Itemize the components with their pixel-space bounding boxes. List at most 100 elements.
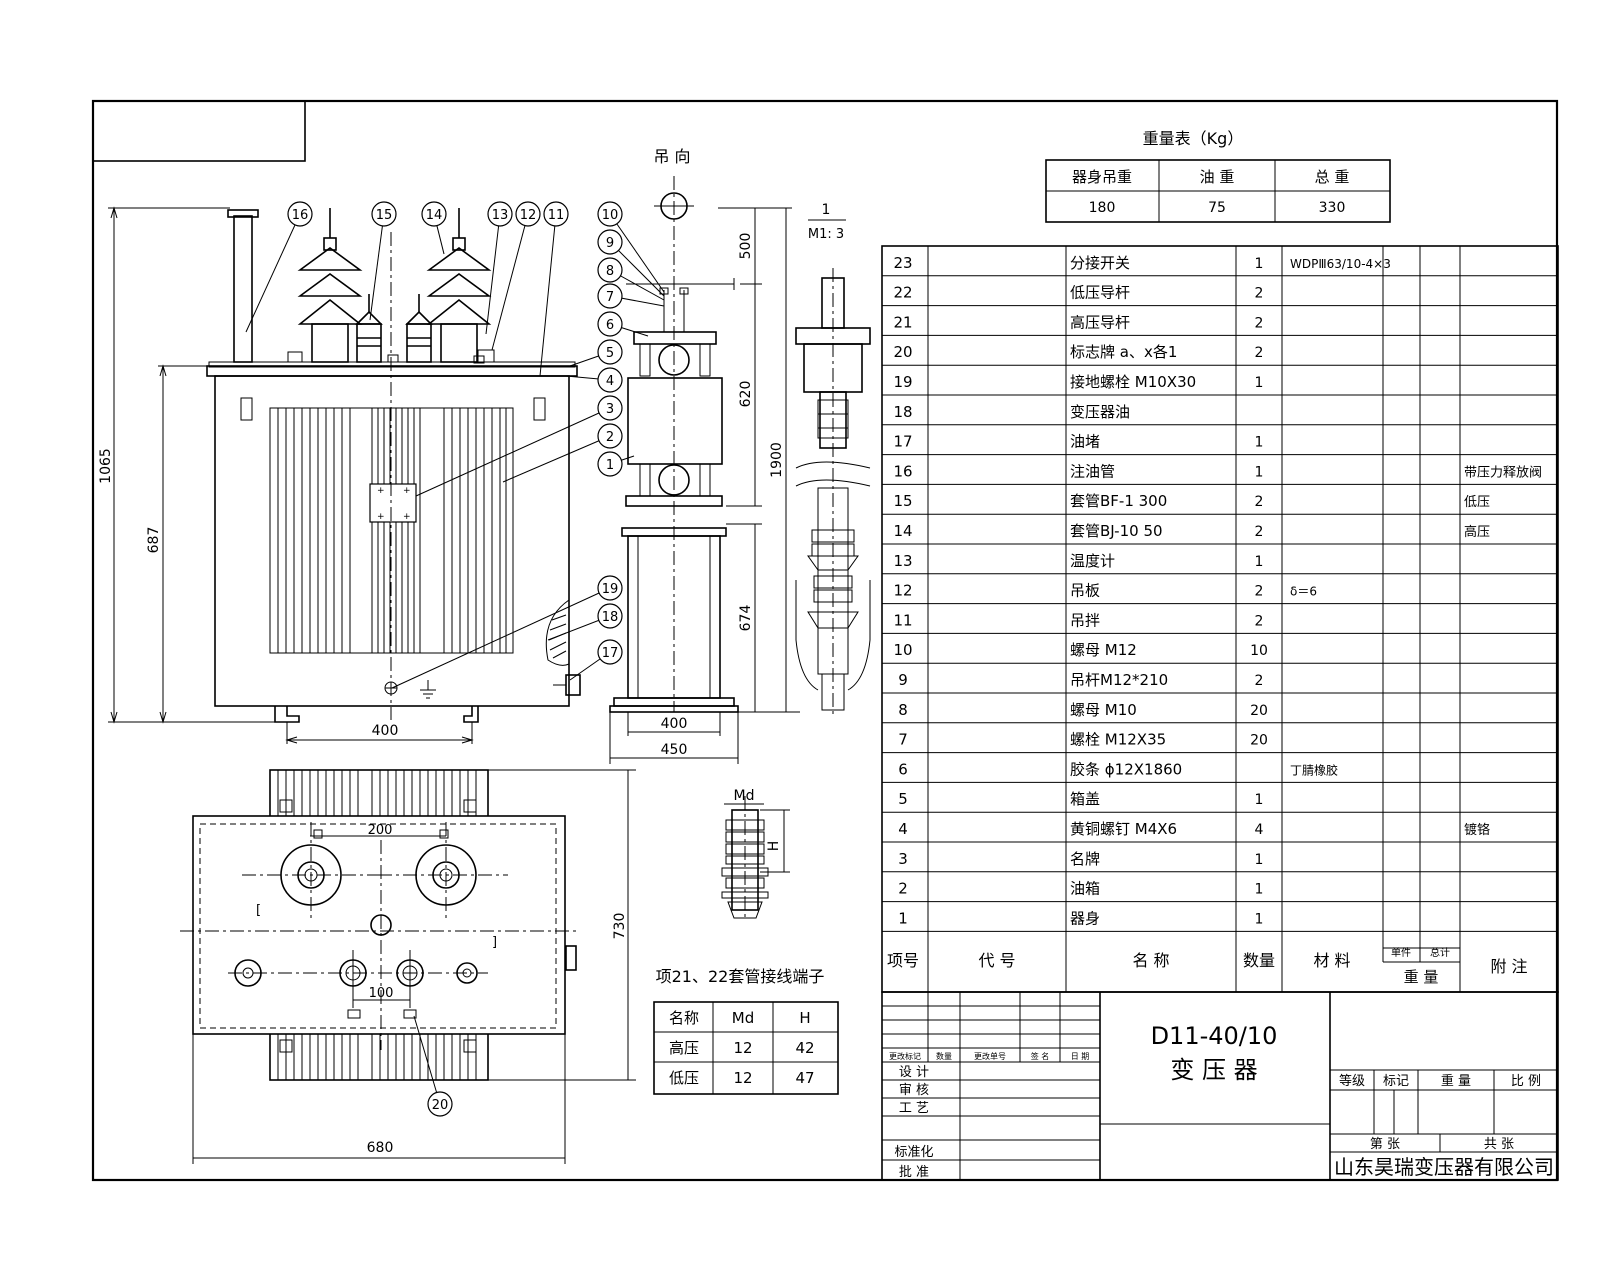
svg-text:Md: Md (734, 788, 755, 804)
balloon-item-15: 15 (369, 201, 397, 321)
balloon-item-20: 20 (413, 1015, 453, 1117)
part-name: 分接开关 (1070, 254, 1130, 272)
balloon-item-7: 7 (597, 283, 665, 309)
balloon-item-12: 12 (491, 201, 541, 351)
part-qty: 1 (1255, 375, 1264, 391)
balloon-item-18: 18 (547, 603, 623, 641)
part-name: 吊拌 (1070, 611, 1100, 629)
part-no: 14 (893, 522, 912, 540)
dim-side-620: 620 (738, 381, 754, 408)
weight-table-title: 重量表（Kg） (1143, 129, 1244, 148)
lift-direction-label: 吊 向 (653, 147, 690, 166)
balloon-item-10: 10 (597, 201, 665, 293)
part-no: 15 (893, 492, 912, 510)
part-no: 18 (893, 403, 912, 421)
part-qty: 1 (1255, 911, 1264, 927)
nameplate (369, 483, 417, 523)
svg-text:日 期: 日 期 (1071, 1052, 1090, 1061)
part-qty: 10 (1250, 643, 1268, 659)
svg-text:总计: 总计 (1430, 946, 1450, 959)
weight-header-oil: 油 重 (1200, 168, 1235, 186)
balloon-item-13: 13 (485, 201, 513, 335)
company-name: 山东昊瑞变压器有限公司 (1334, 1155, 1554, 1179)
svg-text:更改标记: 更改标记 (889, 1051, 921, 1061)
top-cover (192, 815, 566, 1035)
balloon-label: 1 (606, 458, 614, 473)
balloon-item-19: 19 (391, 575, 623, 689)
balloon-item-4: 4 (565, 367, 623, 393)
svg-text:M1: 3: M1: 3 (808, 227, 844, 242)
dim-top-200: 200 (368, 823, 393, 838)
part-qty: 1 (1255, 554, 1264, 570)
svg-text:名 称: 名 称 (1132, 951, 1169, 970)
part-name: 螺母 M10 (1070, 701, 1137, 719)
svg-text:+: + (403, 486, 411, 496)
svg-text:标记: 标记 (1383, 1074, 1409, 1089)
part-name: 高压导杆 (1070, 313, 1130, 331)
part-no: 9 (898, 671, 908, 689)
balloon-label: 20 (432, 1098, 449, 1113)
part-no: 20 (893, 343, 912, 361)
parts-row: 10 螺母 M12 10 (882, 641, 1558, 664)
balloon-item-16: 16 (245, 201, 313, 333)
part-no: 4 (898, 820, 908, 838)
part-name: 吊杆M12*210 (1070, 671, 1168, 689)
svg-text:批 准: 批 准 (899, 1165, 929, 1180)
part-name: 套管BF-1 300 (1070, 492, 1167, 510)
svg-text:名称: 名称 (669, 1009, 699, 1027)
svg-text:400: 400 (372, 723, 399, 739)
dim-top-730: 730 (612, 913, 628, 940)
balloon-item-17: 17 (569, 639, 623, 681)
lv-bushing-right (405, 294, 433, 363)
balloon-label: 12 (520, 208, 537, 223)
dim-top-680: 680 (367, 1140, 394, 1156)
part-qty: 1 (1255, 852, 1264, 868)
dim-side-500: 500 (738, 233, 754, 260)
svg-text:42: 42 (795, 1039, 814, 1057)
balloon-item-5: 5 (569, 339, 623, 367)
balloon-item-11: 11 (539, 201, 569, 377)
part-qty: 2 (1255, 524, 1264, 540)
detail-view-1: 1 M1: 3 (795, 202, 871, 718)
part-note: 高压 (1464, 524, 1490, 540)
part-note: 带压力释放阀 (1464, 465, 1542, 480)
weight-value-body: 180 (1089, 200, 1116, 216)
balloon-label: 10 (602, 208, 619, 223)
weight-table: 重量表（Kg） 器身吊重 油 重 总 重 180 75 330 (1045, 129, 1391, 223)
svg-text:12: 12 (733, 1069, 752, 1087)
svg-text:1: 1 (822, 202, 831, 218)
terminal-detail: Md H 项21、22套管接线端子 名称 Md H 高压 12 42 低压 12… (653, 788, 839, 1095)
part-no: 10 (893, 641, 912, 659)
balloon-item-2: 2 (502, 423, 623, 483)
svg-text:高压: 高压 (669, 1039, 699, 1057)
part-name: 箱盖 (1070, 790, 1100, 808)
svg-text:1065: 1065 (98, 448, 114, 484)
part-name: 注油管 (1070, 462, 1115, 480)
svg-text:12: 12 (733, 1039, 752, 1057)
part-name: 螺母 M12 (1070, 641, 1137, 659)
part-name: 油堵 (1070, 433, 1100, 451)
top-view: 200 100 [ ] 730 680 (180, 769, 636, 1164)
part-name: 标志牌 a、x各1 (1070, 343, 1177, 361)
part-no: 2 (898, 880, 908, 898)
part-no: 7 (898, 731, 908, 749)
drawing-name: 变 压 器 (1170, 1056, 1257, 1084)
balloon-item-6: 6 (597, 311, 649, 337)
part-no: 12 (893, 582, 912, 600)
part-name: 油箱 (1070, 880, 1100, 898)
terminal-title: 项21、22套管接线端子 (656, 967, 825, 986)
part-note: 镀铬 (1464, 822, 1490, 838)
corner-box (92, 100, 306, 162)
dim-top-100: 100 (369, 986, 394, 1001)
weight-header-total: 总 重 (1315, 168, 1350, 186)
part-name: 套管BJ-10 50 (1070, 522, 1163, 540)
sheet-border (91, 99, 1559, 1182)
